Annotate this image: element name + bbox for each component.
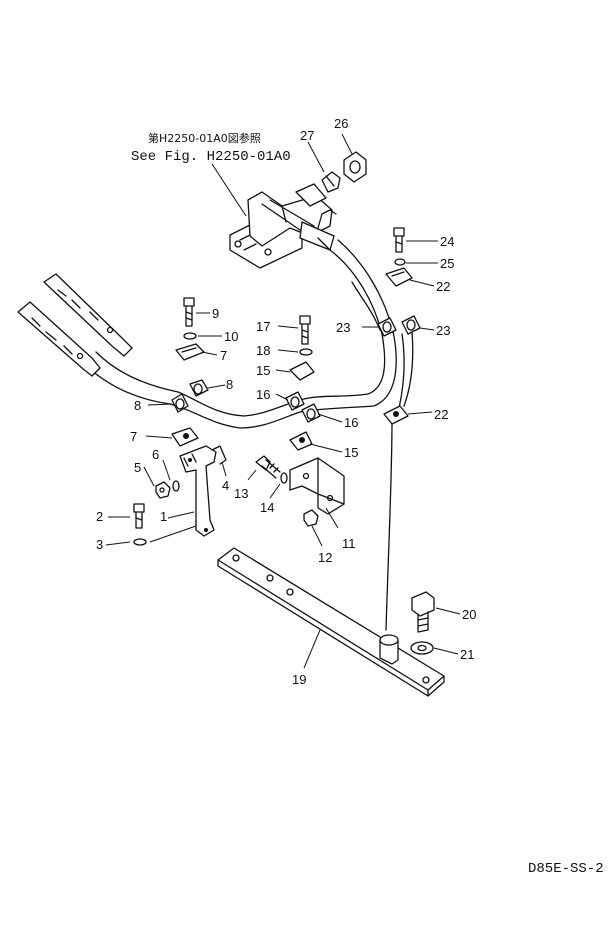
cushion-part-16-right	[301, 403, 321, 423]
bolt-part-20	[411, 591, 435, 633]
washer-part-3	[133, 538, 147, 546]
callout-20: 20	[462, 607, 476, 622]
clamp-part-7-lower	[171, 427, 199, 447]
clamp-part-15-lower	[289, 431, 313, 451]
drawing-code: D85E-SS-2	[528, 861, 604, 877]
nut-part-5	[155, 481, 171, 499]
callout-18: 18	[256, 343, 270, 358]
washer-part-18	[299, 348, 313, 356]
cushion-part-23-left	[377, 317, 397, 337]
callout-9: 9	[212, 306, 219, 321]
callout-7-lower: 7	[130, 429, 137, 444]
callout-11: 11	[342, 536, 356, 551]
callout-22-lower: 22	[434, 407, 448, 422]
callout-5: 5	[134, 460, 141, 475]
mounting-plate-part-19	[217, 547, 445, 697]
callout-23-right: 23	[436, 323, 450, 338]
washer-part-10	[183, 332, 197, 340]
callout-1: 1	[160, 509, 167, 524]
callout-26: 26	[334, 116, 348, 131]
nut-part-12	[303, 509, 319, 527]
bolt-part-24	[393, 227, 405, 253]
callout-12: 12	[318, 550, 332, 565]
washer-part-14	[280, 472, 288, 484]
cushion-part-16-left	[285, 391, 305, 411]
cushion-part-8-left	[171, 393, 189, 413]
clamp-part-7-upper	[175, 343, 205, 361]
reference-leader	[211, 163, 247, 217]
callout-10: 10	[224, 329, 238, 344]
reference-note-japanese: 第H2250-01A0図参照	[148, 131, 261, 145]
callout-7-upper: 7	[220, 348, 227, 363]
callout-25: 25	[440, 256, 454, 271]
callout-15-upper: 15	[256, 363, 270, 378]
bolt-part-2	[133, 503, 145, 529]
boss-on-plate	[379, 634, 399, 665]
callout-4: 4	[222, 478, 229, 493]
bolt-part-13	[255, 455, 281, 479]
callout-labels: 1 2 3 4 5 6 7 7 8 8 9 10 11 12 13 14 15 …	[96, 116, 476, 687]
leader-lines	[105, 133, 461, 669]
callout-16-left: 16	[256, 387, 270, 402]
control-valve-assembly	[229, 183, 337, 269]
cushion-part-23-right	[401, 315, 421, 335]
washer-part-6	[172, 480, 180, 492]
callout-16-right: 16	[344, 415, 358, 430]
callout-17: 17	[256, 319, 270, 334]
bolt-part-17	[299, 315, 311, 345]
clamp-part-22-upper	[385, 267, 413, 287]
callout-19: 19	[292, 672, 306, 687]
callout-21: 21	[460, 647, 474, 662]
fitting-part-27	[321, 171, 341, 193]
washer-part-25	[394, 258, 406, 266]
bracket-part-11	[289, 457, 345, 515]
callout-24: 24	[440, 234, 454, 249]
clamp-part-22-lower	[383, 405, 409, 425]
washer-part-21	[410, 641, 434, 655]
lever-assembly	[17, 273, 133, 377]
clamp-part-15-upper	[289, 361, 315, 381]
bracket-part-1	[179, 445, 217, 537]
callout-27: 27	[300, 128, 314, 143]
callout-22-upper: 22	[436, 279, 450, 294]
callout-8-left: 8	[134, 398, 141, 413]
callout-23-left: 23	[336, 320, 350, 335]
reference-note-english: See Fig. H2250-01A0	[131, 149, 291, 165]
callout-6: 6	[152, 447, 159, 462]
callout-2: 2	[96, 509, 103, 524]
cushion-part-8-right	[189, 379, 209, 397]
nut-part-26	[343, 151, 367, 183]
callout-13: 13	[234, 486, 248, 501]
callout-15-lower: 15	[344, 445, 358, 460]
callout-14: 14	[260, 500, 274, 515]
callout-8-right: 8	[226, 377, 233, 392]
callout-3: 3	[96, 537, 103, 552]
bolt-part-9	[183, 297, 195, 327]
pin-part-4	[211, 445, 227, 465]
